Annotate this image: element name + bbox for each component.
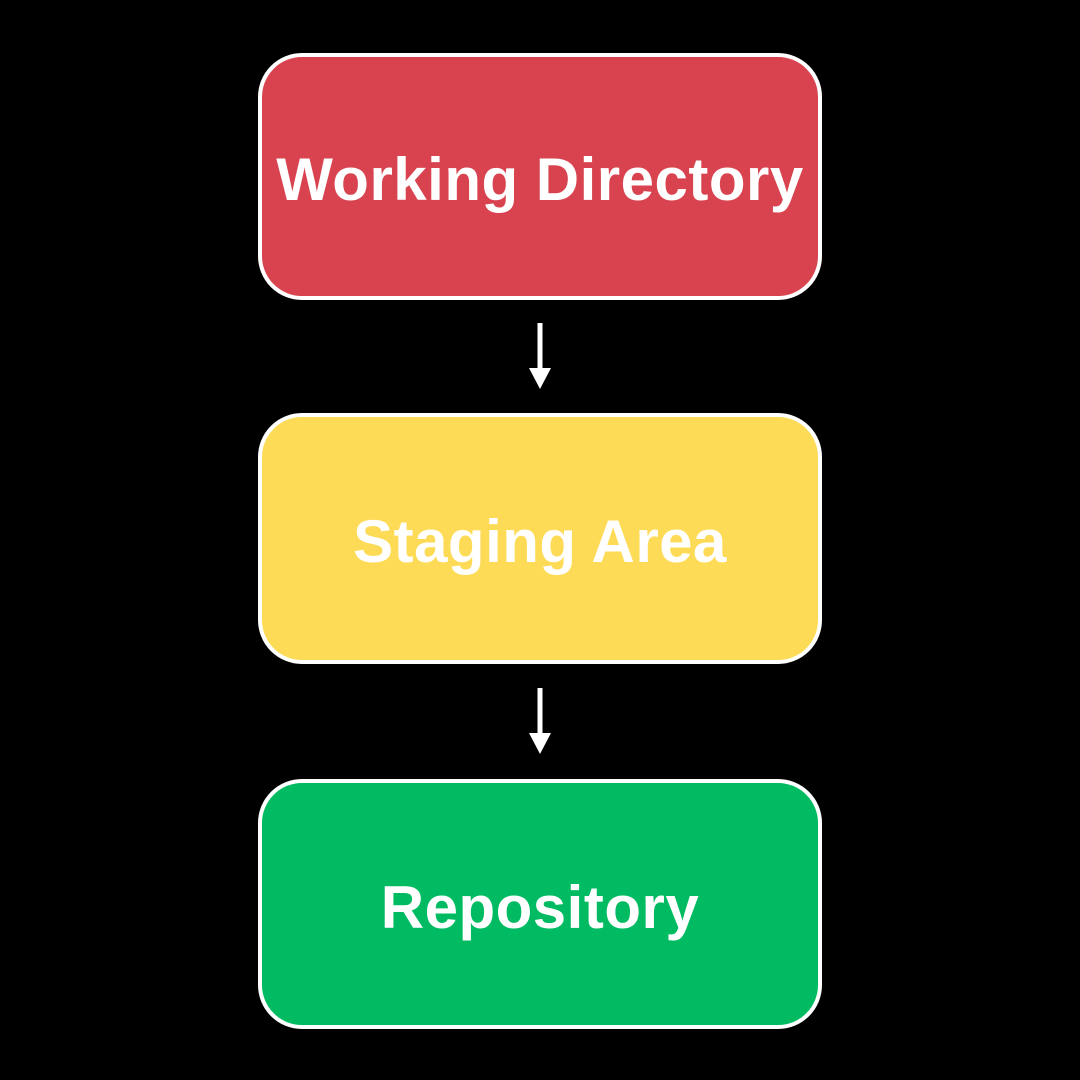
node-working-directory-label: Working Directory	[276, 146, 804, 213]
arrow-down-icon	[529, 688, 551, 754]
node-working-directory: Working Directory	[258, 53, 822, 300]
node-repository: Repository	[258, 779, 822, 1029]
node-staging-area: Staging Area	[258, 413, 822, 664]
arrow-down-icon	[529, 323, 551, 389]
node-staging-area-label: Staging Area	[353, 508, 727, 575]
node-repository-label: Repository	[380, 873, 700, 941]
